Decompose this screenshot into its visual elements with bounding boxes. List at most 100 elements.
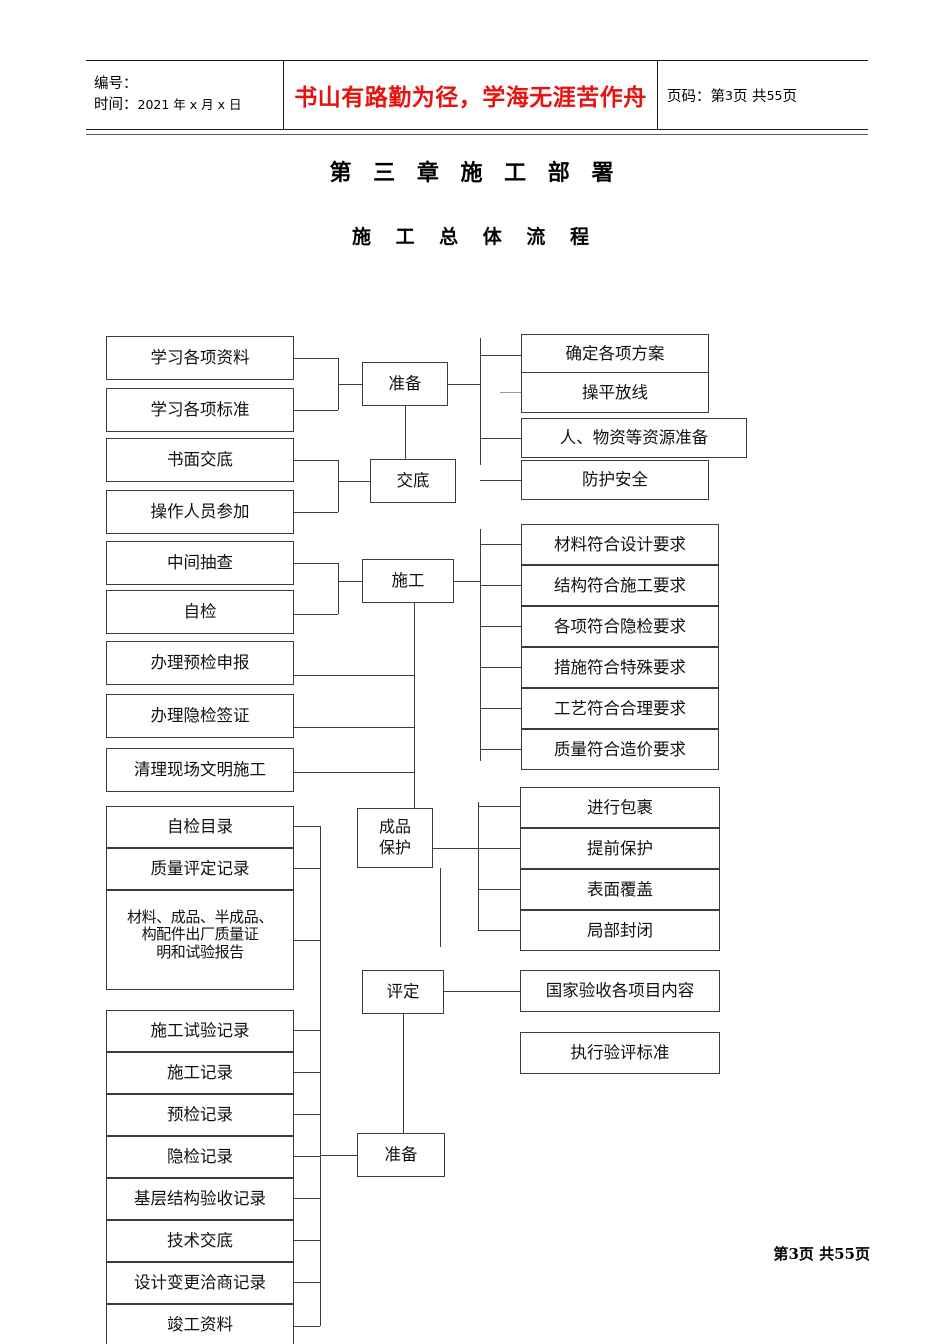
connector-rp3	[480, 480, 521, 481]
box-right-prepare-0: 确定各项方案	[521, 334, 709, 374]
box-right-construct-3: 措施符合特殊要求	[521, 647, 719, 688]
box-document-0: 自检目录	[106, 806, 294, 848]
connector-rc4	[480, 708, 521, 709]
header-divider-left	[283, 60, 284, 130]
flow-title: 施 工 总 体 流 程	[351, 226, 599, 248]
box-right-protect-3: 局部封闭	[520, 910, 720, 951]
connector-doc4	[294, 1072, 320, 1073]
footer-mid: 页 共	[798, 1245, 835, 1263]
connector-lc-feed	[338, 581, 362, 582]
box-document-3: 施工试验记录	[106, 1010, 294, 1052]
header-time-label: 时间：	[94, 97, 138, 113]
connector-prepare-bus	[480, 338, 481, 465]
stage-box-protect: 成品 保护	[357, 808, 433, 868]
page-footer: 第3页 共55页	[640, 1243, 870, 1264]
connector-lc-bus	[338, 563, 339, 614]
connector-doc1	[294, 868, 320, 869]
box-right-assess-1: 执行验评标准	[520, 1032, 720, 1074]
connector-doc3	[294, 1030, 320, 1031]
box-right-protect-2: 表面覆盖	[520, 869, 720, 910]
connector-doc0	[294, 826, 320, 827]
box-right-construct-2: 各项符合隐检要求	[521, 606, 719, 647]
connector-ld1	[294, 512, 338, 513]
stage-box-assess: 评定	[362, 970, 444, 1014]
connector-rc5	[480, 749, 521, 750]
stage-box-disclose: 交底	[370, 459, 456, 503]
box-right-assess-0: 国家验收各项目内容	[520, 970, 720, 1012]
page-header-table	[86, 60, 868, 130]
connector-doc2	[294, 940, 320, 941]
connector-documents-bus	[320, 826, 321, 1326]
header-number-label: 编号：	[94, 76, 138, 93]
box-right-construct-1: 结构符合施工要求	[521, 565, 719, 606]
box-right-construct-5: 质量符合造价要求	[521, 729, 719, 770]
header-page-total: 55	[766, 87, 783, 103]
box-document-9: 设计变更洽商记录	[106, 1262, 294, 1304]
box-right-protect-0: 进行包裹	[520, 787, 720, 828]
connector-doc8	[294, 1240, 320, 1241]
connector-construct-spine	[414, 603, 415, 808]
box-right-prepare-1: 操平放线	[521, 372, 709, 413]
footer-total: 55	[834, 1245, 855, 1263]
header-cell-meta: 编号： 时间：2021 年 x 月 x 日	[94, 62, 280, 128]
connector-ldir0	[294, 675, 414, 676]
stage-box-prepare: 准备	[362, 362, 448, 406]
connector-lp-feed	[338, 384, 362, 385]
connector-construct-bus	[480, 529, 481, 761]
connector-rpr2	[478, 889, 520, 890]
box-right-prepare-2: 人、物资等资源准备	[521, 418, 747, 458]
connector-lp1	[294, 410, 338, 411]
header-divider-right	[657, 60, 658, 130]
connector-ld-feed	[338, 481, 370, 482]
footer-suffix: 页	[854, 1245, 870, 1263]
box-left-direct-1: 办理隐检签证	[106, 694, 294, 738]
connector-ld-bus	[338, 460, 339, 512]
box-left-direct-2: 清理现场文明施工	[106, 748, 294, 792]
box-right-protect-1: 提前保护	[520, 828, 720, 869]
box-document-4: 施工记录	[106, 1052, 294, 1094]
connector-lc0	[294, 563, 338, 564]
connector-rc3	[480, 667, 521, 668]
box-document-6: 隐检记录	[106, 1136, 294, 1178]
chapter-title: 第 三 章 施 工 部 署	[329, 160, 621, 186]
box-left-construct-0: 中间抽查	[106, 541, 294, 585]
box-document-5: 预检记录	[106, 1094, 294, 1136]
connector-protect-spine	[440, 868, 441, 947]
footer-prefix: 第	[773, 1245, 789, 1263]
header-page-label: 页码：	[667, 88, 711, 105]
connector-doc5	[294, 1114, 320, 1115]
box-document-7: 基层结构验收记录	[106, 1178, 294, 1220]
header-page-prefix: 第	[710, 88, 726, 105]
box-left-prepare-1: 学习各项标准	[106, 388, 294, 432]
box-right-prepare-3: 防护安全	[521, 460, 709, 500]
box-left-disclose-0: 书面交底	[106, 438, 294, 482]
connector-ldir1	[294, 727, 414, 728]
connector-doc6	[294, 1156, 320, 1157]
footer-current: 3	[788, 1245, 799, 1263]
connector-prepare-out	[448, 384, 480, 385]
stage-box-prepare-bottom: 准备	[357, 1133, 445, 1177]
page-header-underline	[86, 134, 868, 135]
connector-rc0	[480, 544, 521, 545]
connector-ld0	[294, 460, 338, 461]
connector-doc10	[294, 1326, 320, 1327]
connector-rc2	[480, 626, 521, 627]
box-left-direct-0: 办理预检申报	[106, 641, 294, 685]
connector-prepare-disclose	[405, 406, 406, 459]
connector-protect-bus	[478, 802, 479, 931]
connector-rp0	[480, 355, 521, 356]
connector-rpr3	[478, 930, 520, 931]
header-page-current: 3	[725, 87, 733, 103]
stage-box-construct: 施工	[362, 559, 454, 603]
connector-rpr0	[478, 806, 520, 807]
connector-protect-out	[433, 848, 478, 849]
connector-ldir2	[294, 772, 414, 773]
connector-doc9	[294, 1282, 320, 1283]
box-left-disclose-1: 操作人员参加	[106, 490, 294, 534]
connector-documents-feed	[320, 1155, 357, 1156]
box-document-1: 质量评定记录	[106, 848, 294, 890]
box-document-2: 材料、成品、半成品、 构配件出厂质量证 明和试验报告	[106, 890, 294, 990]
connector-assess-out	[444, 991, 520, 992]
